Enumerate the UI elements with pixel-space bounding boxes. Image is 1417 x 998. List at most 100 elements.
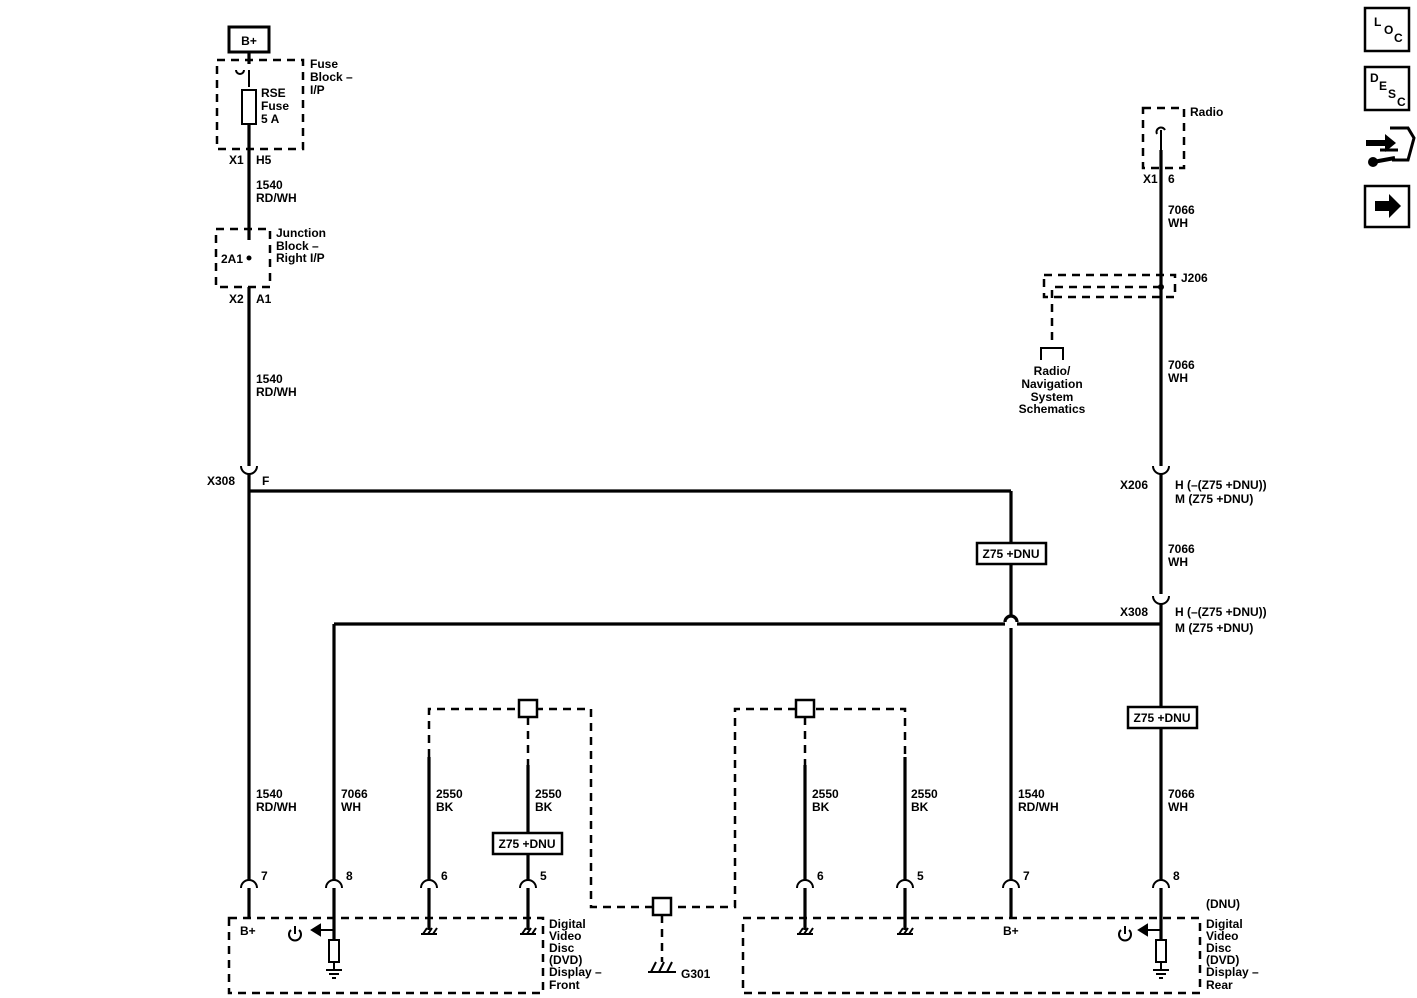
front-pin-connectors — [240, 879, 537, 889]
junction-inner: 2A1 — [221, 252, 243, 266]
svg-text:S: S — [1388, 87, 1396, 101]
radio-pin: 6 — [1168, 172, 1175, 186]
option-tag-1-box — [975, 541, 1048, 566]
front-pin-1: 7 — [261, 869, 268, 883]
rear-pin-2: 5 — [917, 869, 924, 883]
circuit-1540-mid-num: 1540 — [256, 372, 283, 386]
bottom-c3-num: 2550 — [436, 787, 463, 801]
option-tag-1: Z75 +DNU — [982, 547, 1039, 561]
junction-name-2: Block – — [276, 239, 319, 253]
rear-power-icon — [1118, 926, 1132, 942]
x308-right-conn: X308 — [1120, 605, 1148, 619]
fuse-connector: X1 — [229, 153, 244, 167]
front-ground-harness — [427, 707, 659, 909]
rear-ground-splice — [794, 698, 816, 719]
splice-name: J206 — [1181, 271, 1208, 285]
rear-display-bplus: B+ — [1003, 924, 1019, 938]
x308-left-conn: X308 — [207, 474, 235, 488]
radio-name: Radio — [1190, 105, 1223, 119]
bottom-c3-color: BK — [436, 800, 454, 814]
junction-name-3: Right I/P — [276, 251, 325, 265]
circuit-1540-top-color: RD/WH — [256, 191, 297, 205]
option-tag-2: Z75 +DNU — [498, 837, 555, 851]
circuit-7066-b-color: WH — [1168, 371, 1188, 385]
bplus-label: B+ — [241, 34, 257, 48]
front-pin-2: 8 — [346, 869, 353, 883]
svg-text:O: O — [1384, 23, 1393, 37]
circuit-1540-mid-color: RD/WH — [256, 385, 297, 399]
rear-display-name-5: Display – — [1206, 965, 1259, 979]
description-icon: D E S C — [1370, 71, 1406, 109]
rear-pin-3: 7 — [1023, 869, 1030, 883]
svg-text:D: D — [1370, 71, 1379, 85]
location-button[interactable]: L O C — [1363, 6, 1411, 53]
front-pin-4: 5 — [540, 869, 547, 883]
x206-pin-2: M (Z75 +DNU) — [1175, 492, 1253, 506]
front-display-name-1: Digital — [549, 917, 586, 931]
rear-display-qualifier: (DNU) — [1206, 897, 1240, 911]
rear-display-name-6: Rear — [1206, 978, 1233, 992]
rear-ground-harness — [664, 707, 907, 909]
fuse-name-1: RSE — [261, 86, 286, 100]
front-chassis-ground-2 — [520, 927, 537, 935]
front-display-bplus: B+ — [240, 924, 256, 938]
junction-connector: X2 — [229, 292, 244, 306]
front-display-outline — [227, 916, 545, 995]
fuse-block-name-3: I/P — [310, 83, 325, 97]
bottom-c8-num: 7066 — [1168, 787, 1195, 801]
rear-display-name-4: (DVD) — [1206, 953, 1239, 967]
circuit-7066-c-color: WH — [1168, 555, 1188, 569]
schematic-ref-symbol — [1040, 347, 1064, 360]
rear-display-name-2: Video — [1206, 929, 1238, 943]
option-tag-3: Z75 +DNU — [1133, 711, 1190, 725]
x206-connector-symbol — [1152, 465, 1170, 475]
rear-chassis-ground-2 — [897, 927, 914, 935]
front-pin-3: 6 — [441, 869, 448, 883]
next-button[interactable] — [1363, 184, 1411, 229]
front-display-name-2: Video — [549, 929, 581, 943]
bottom-c1-num: 1540 — [256, 787, 283, 801]
rear-display-outline — [741, 916, 1202, 995]
front-display-name-3: Disc — [549, 941, 575, 955]
location-icon: L O C — [1374, 15, 1403, 45]
front-power-icon — [288, 926, 302, 942]
bottom-c7-color: RD/WH — [1018, 800, 1059, 814]
bottom-c4-color: BK — [535, 800, 553, 814]
front-display-ground-icon — [326, 962, 342, 979]
radio-nav-ref-4: Schematics — [1019, 402, 1086, 416]
g301-splice — [651, 896, 673, 917]
circuit-7066-a-num: 7066 — [1168, 203, 1195, 217]
right-arrow-icon — [1375, 194, 1401, 218]
fuse-symbol — [241, 89, 257, 125]
bottom-c5-color: BK — [812, 800, 830, 814]
description-button[interactable]: D E S C — [1363, 65, 1411, 112]
bottom-c1-color: RD/WH — [256, 800, 297, 814]
bottom-c8-color: WH — [1168, 800, 1188, 814]
circuit-7066-a-color: WH — [1168, 216, 1188, 230]
circuit-7066-c-num: 7066 — [1168, 542, 1195, 556]
rear-chassis-ground-1 — [797, 927, 814, 935]
circuit-7066-b-num: 7066 — [1168, 358, 1195, 372]
bottom-c6-color: BK — [911, 800, 929, 814]
x206-pin-1: H (–(Z75 +DNU)) — [1175, 478, 1267, 492]
bottom-c6-num: 2550 — [911, 787, 938, 801]
splice-dot — [1158, 284, 1164, 290]
ground-symbol — [648, 961, 676, 973]
front-chassis-ground-1 — [421, 927, 438, 935]
front-output-arrow — [310, 923, 334, 937]
connector-icon — [1366, 126, 1416, 167]
bottom-c2-color: WH — [341, 800, 361, 814]
svg-text:C: C — [1394, 31, 1403, 45]
rear-display-name-3: Disc — [1206, 941, 1232, 955]
option-tag-3-box — [1126, 705, 1199, 730]
connector-button[interactable] — [1366, 126, 1416, 167]
splice-outline — [1042, 273, 1177, 299]
front-display-name-5: Display – — [549, 965, 602, 979]
junction-pin: A1 — [256, 292, 272, 306]
radio-outline — [1141, 106, 1186, 170]
fuse-name-2: Fuse — [261, 99, 289, 113]
rear-output-arrow — [1137, 923, 1161, 937]
x206-conn: X206 — [1120, 478, 1148, 492]
front-resistor — [328, 939, 340, 963]
rear-pin-4: 8 — [1173, 869, 1180, 883]
